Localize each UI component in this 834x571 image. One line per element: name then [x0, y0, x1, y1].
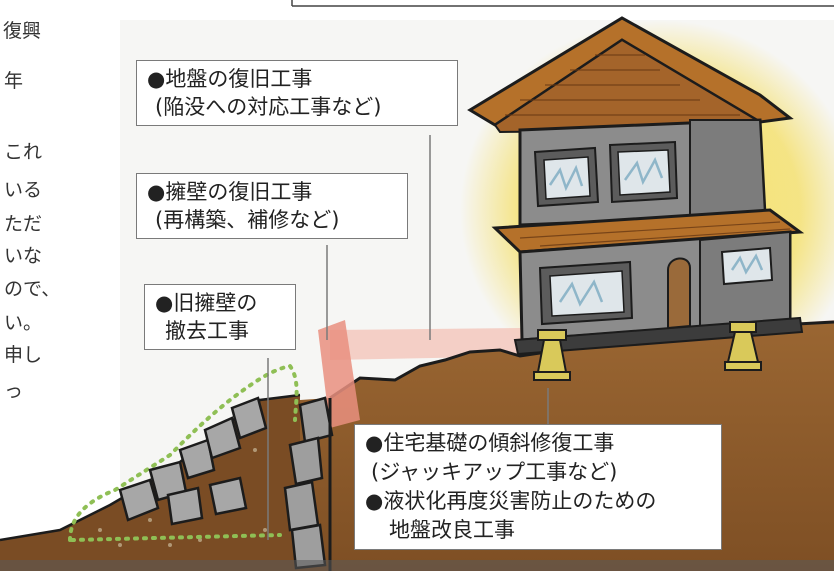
left-text-fragment-5: ただ — [4, 213, 43, 235]
left-text-fragment-9: 申し — [4, 344, 43, 366]
bottom-strip — [0, 560, 834, 571]
callout-retaining-wall-line2: (再構築、補修など) — [155, 208, 340, 232]
callout-ground-line2: (陥没への対応工事など) — [155, 95, 382, 119]
jack-supports — [533, 321, 762, 381]
callout-retaining-wall-repair: ●擁壁の復旧工事 (再構築、補修など) — [136, 173, 408, 239]
callout-foundation-line3: ●液状化再度災害防止のための — [365, 489, 657, 513]
old-wall-dotted-outline — [68, 363, 299, 542]
callout-foundation-repair: ●住宅基礎の傾斜修復工事 (ジャッキアップ工事など) ●液状化再度災害防止のため… — [354, 424, 722, 550]
left-text-fragment-8: い。 — [4, 312, 43, 334]
left-text-fragment-7: ので、 — [4, 278, 61, 300]
callout-connectors — [267, 135, 549, 540]
callout-old-wall-line1: ●旧擁壁の — [155, 291, 258, 315]
callout-foundation-line1: ●住宅基礎の傾斜修復工事 — [365, 431, 615, 455]
callout-retaining-wall-line1: ●擁壁の復旧工事 — [147, 180, 313, 204]
callout-foundation-line4: 地盤改良工事 — [389, 518, 515, 542]
retaining-wall-blocks — [283, 396, 334, 570]
left-text-fragment-1: 復興 — [3, 20, 42, 42]
old-wall-dotted-base — [70, 533, 282, 542]
house — [467, 16, 805, 356]
callout-old-wall-line2: 撤去工事 — [165, 319, 249, 343]
callout-ground-repair: ●地盤の復旧工事 (陥没への対応工事など) — [136, 60, 458, 126]
callout-old-wall-removal: ●旧擁壁の 撤去工事 — [144, 284, 296, 350]
left-text-fragment-3: これ — [4, 141, 43, 163]
left-text-fragment-10: っ — [4, 380, 24, 402]
callout-foundation-line2: (ジャッキアップ工事など) — [371, 460, 618, 484]
left-text-fragment-2: 年 — [4, 70, 24, 92]
wall-debris — [118, 396, 268, 526]
left-text-fragment-6: いな — [4, 245, 43, 267]
top-frame — [291, 0, 834, 7]
callout-ground-line1: ●地盤の復旧工事 — [147, 67, 313, 91]
left-text-fragment-4: いる — [4, 179, 43, 201]
